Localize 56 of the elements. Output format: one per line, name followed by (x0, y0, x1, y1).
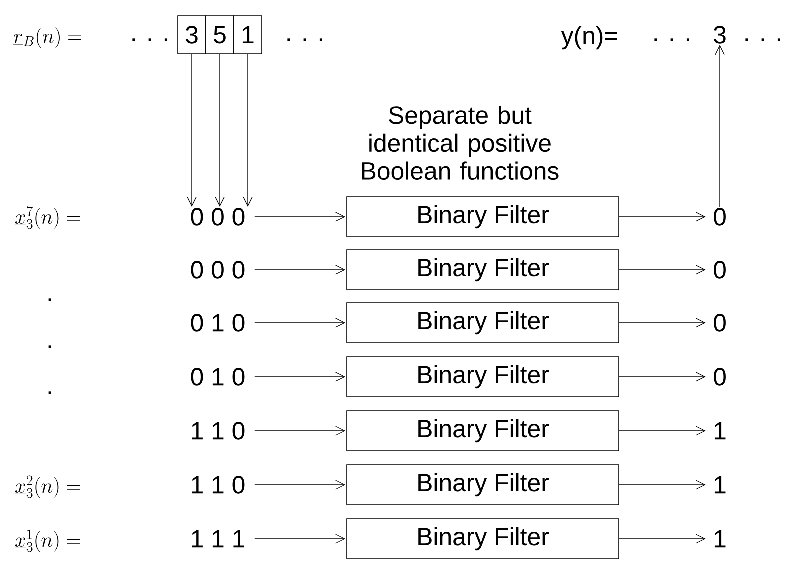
ellipsis: . (48, 346, 52, 348)
arrow (619, 265, 706, 275)
output-value: 3 (714, 26, 726, 44)
bit-values: 0 0 0 (191, 208, 245, 226)
bit-values: 0 1 0 (191, 314, 245, 332)
ellipsis: . (48, 298, 52, 302)
filter-box: Binary Filter (346, 302, 620, 344)
annotation-text: Separate but identical positive Boolean functions (362, 106, 559, 180)
filter-box: Binary Filter (346, 196, 620, 238)
arrow (254, 426, 346, 436)
arrow (715, 45, 725, 208)
arrow (619, 318, 706, 328)
row-label: y(n)= (561, 26, 618, 50)
bit-values: 1 1 1 (192, 530, 244, 548)
arrow (254, 534, 346, 544)
arrow (254, 372, 346, 382)
filter-box: Binary Filter (346, 518, 620, 560)
bit-values: 0 0 0 (191, 261, 245, 279)
output-value: 0 (714, 261, 726, 279)
output-value: 1 (714, 422, 726, 440)
bit-values: 1 1 0 (192, 422, 245, 440)
ellipsis: . . . (654, 38, 690, 42)
output-value: 0 (714, 368, 726, 386)
arrow (619, 480, 706, 490)
row-label: $\underline{r}_{B}(n)=$ (14, 28, 82, 48)
arrow (619, 372, 706, 382)
arrow (254, 318, 346, 328)
arrow (254, 265, 346, 275)
ellipsis: . (48, 392, 52, 394)
digit-box: 1 (234, 16, 262, 54)
digit-box: 3 (178, 16, 206, 54)
output-value: 0 (714, 314, 726, 332)
arrow (243, 54, 253, 207)
output-value: 0 (714, 208, 726, 226)
row-label: $\underline{x}^{1}_{3}(n)=$ (14, 530, 80, 552)
digit-box: 5 (206, 16, 234, 54)
output-value: 1 (714, 476, 726, 494)
ellipsis: . . . (288, 38, 322, 42)
filter-box: Binary Filter (346, 410, 620, 452)
arrow (254, 212, 346, 222)
arrow (187, 54, 197, 207)
filter-box: Binary Filter (346, 464, 620, 506)
arrow (215, 54, 225, 207)
arrow (619, 212, 706, 222)
filter-box: Binary Filter (346, 250, 620, 290)
arrow (619, 426, 706, 436)
arrow (619, 534, 706, 544)
bit-values: 0 1 0 (191, 368, 245, 386)
arrow (254, 480, 346, 490)
filter-box: Binary Filter (346, 356, 620, 398)
output-value: 1 (714, 530, 726, 548)
row-label: $\underline{x}^{7}_{3}(n)=$ (14, 206, 80, 230)
ellipsis: . . . (746, 38, 780, 42)
row-label: $\underline{x}^{2}_{3}(n)=$ (14, 476, 80, 498)
bit-values: 1 1 0 (192, 476, 245, 494)
ellipsis: . . . (132, 38, 168, 42)
